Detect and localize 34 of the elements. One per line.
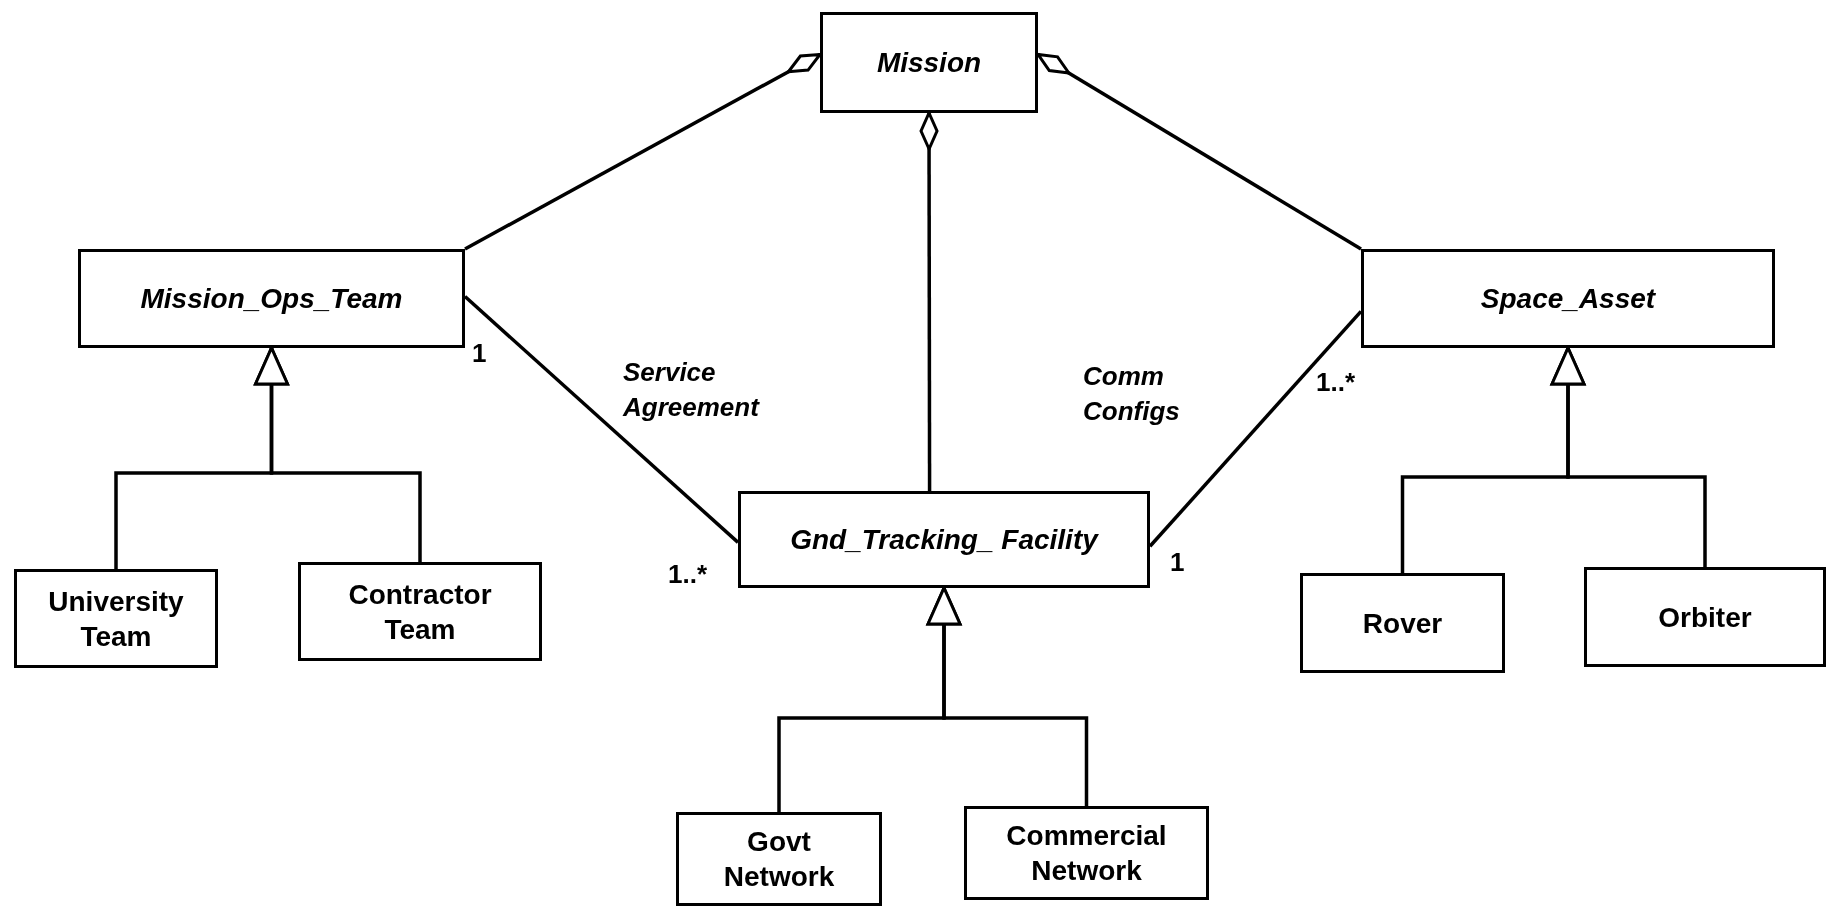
class-box bbox=[14, 569, 218, 668]
class-box bbox=[820, 12, 1038, 113]
class-box bbox=[78, 249, 465, 348]
class-box bbox=[298, 562, 542, 661]
class-box bbox=[676, 812, 882, 906]
class-box bbox=[964, 806, 1209, 900]
association-line bbox=[463, 295, 740, 544]
multiplicity-label: 1..* bbox=[1316, 366, 1356, 399]
multiplicity-label: 1..* bbox=[668, 558, 708, 591]
class-name: Contractor Team bbox=[347, 577, 493, 647]
aggregation-line bbox=[919, 111, 939, 491]
class-name: Rover bbox=[1362, 606, 1443, 641]
class-name: Govt Network bbox=[722, 825, 836, 894]
class-name: University Team bbox=[47, 584, 185, 654]
class-box bbox=[1584, 567, 1826, 667]
aggregation-line bbox=[1036, 52, 1362, 251]
edge-label: Service Agreement bbox=[623, 356, 761, 425]
class-box bbox=[738, 491, 1150, 588]
class-box bbox=[1300, 573, 1505, 673]
multiplicity-label: 1 bbox=[472, 337, 487, 370]
edge-label: Comm Configs bbox=[1083, 360, 1181, 429]
generalization-arrow bbox=[254, 346, 422, 562]
multiplicity-label: 1 bbox=[1170, 546, 1185, 579]
class-name: Commercial Network bbox=[1005, 819, 1168, 888]
class-name: Space_Asset bbox=[1480, 282, 1656, 316]
class-box bbox=[1361, 249, 1775, 348]
association-line bbox=[1148, 310, 1363, 548]
class-name: Gnd_Tracking_ Facility bbox=[790, 523, 1098, 557]
class-name: Mission_Ops_Team bbox=[140, 282, 403, 316]
class-name: Mission bbox=[876, 46, 982, 80]
class-name: Orbiter bbox=[1658, 600, 1752, 635]
generalization-arrow bbox=[926, 586, 1089, 806]
aggregation-line bbox=[464, 52, 822, 251]
generalization-arrow bbox=[1550, 346, 1707, 567]
